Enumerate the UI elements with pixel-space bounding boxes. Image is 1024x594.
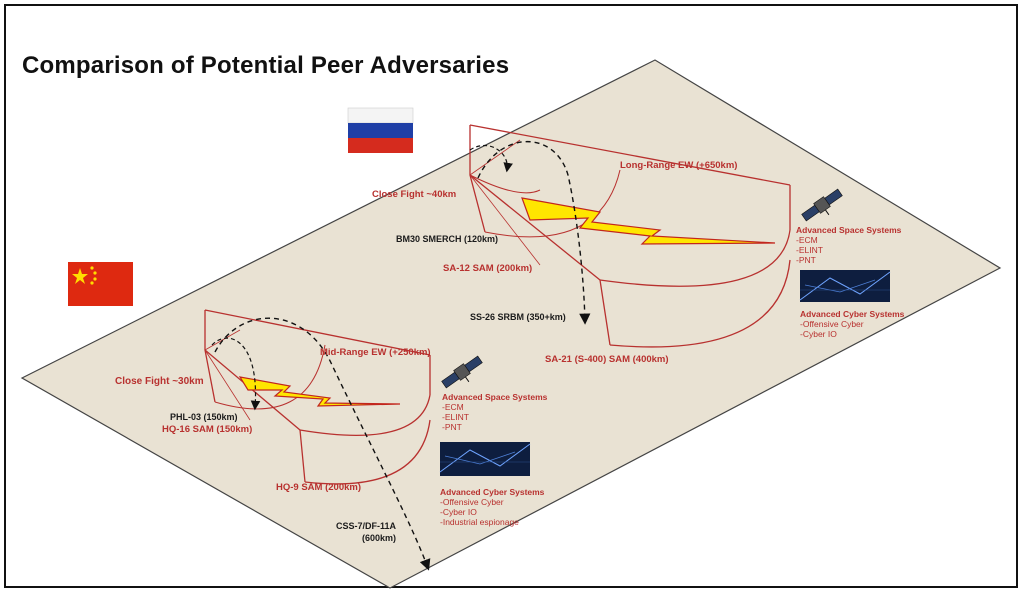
russia-ss26-trajectory bbox=[477, 141, 591, 325]
china-group: Mid-Range EW (+250km) Close Fight ~30km … bbox=[68, 262, 548, 571]
china-space-item: -PNT bbox=[442, 422, 462, 432]
china-ew-bolt bbox=[238, 376, 401, 407]
china-phl03-trajectory bbox=[211, 337, 261, 411]
china-phl03-label: PHL-03 (150km) bbox=[170, 412, 238, 422]
china-space-item: -ECM bbox=[442, 402, 464, 412]
china-hq16-label: HQ-16 SAM (150km) bbox=[162, 424, 252, 435]
russia-sa21-label: SA-21 (S-400) SAM (400km) bbox=[545, 354, 669, 365]
russia-space-item: -PNT bbox=[796, 255, 816, 265]
russia-ew-bolt bbox=[521, 197, 776, 245]
russia-cyber-item: -Offensive Cyber bbox=[800, 319, 864, 329]
russia-cyber-image bbox=[799, 270, 891, 302]
china-cyber-item: -Offensive Cyber bbox=[440, 497, 504, 507]
china-css7-trajectory bbox=[214, 317, 431, 571]
china-css7-label: CSS-7/DF-11A bbox=[336, 521, 397, 531]
russia-space-item: -ECM bbox=[796, 235, 818, 245]
russia-flag bbox=[347, 107, 414, 153]
china-close-fight-label: Close Fight ~30km bbox=[115, 376, 204, 387]
russia-group: Long-Range EW (+650km) Close Fight ~40km… bbox=[347, 107, 905, 365]
china-cyber-heading: Advanced Cyber Systems bbox=[440, 487, 545, 497]
china-mid-range-ew-label: Mid-Range EW (+250km) bbox=[320, 347, 431, 358]
china-range-sector bbox=[204, 309, 431, 485]
china-cyber-item: -Industrial espionage bbox=[440, 517, 519, 527]
china-cyber-item: -Cyber IO bbox=[440, 507, 477, 517]
china-cyber-image bbox=[439, 442, 531, 476]
russia-ss26-label: SS-26 SRBM (350+km) bbox=[470, 312, 566, 322]
russia-bm30-label: BM30 SMERCH (120km) bbox=[396, 234, 498, 244]
russia-sa12-label: SA-12 SAM (200km) bbox=[443, 263, 532, 274]
russia-cyber-heading: Advanced Cyber Systems bbox=[800, 309, 905, 319]
russia-range-sector bbox=[469, 124, 791, 348]
russia-space-heading: Advanced Space Systems bbox=[796, 225, 902, 235]
russia-satellite-icon bbox=[801, 188, 843, 222]
diagram-title: Comparison of Potential Peer Adversaries bbox=[22, 52, 510, 79]
china-satellite-icon bbox=[441, 355, 483, 389]
china-css7-range-label: (600km) bbox=[362, 533, 396, 543]
china-space-heading: Advanced Space Systems bbox=[442, 392, 548, 402]
russia-cyber-item: -Cyber IO bbox=[800, 329, 837, 339]
russia-long-range-ew-label: Long-Range EW (+650km) bbox=[620, 160, 737, 171]
china-hq9-label: HQ-9 SAM (200km) bbox=[276, 482, 361, 493]
china-space-item: -ELINT bbox=[442, 412, 469, 422]
russia-close-fight-label: Close Fight ~40km bbox=[372, 189, 456, 200]
russia-space-item: -ELINT bbox=[796, 245, 823, 255]
ground-plane bbox=[20, 59, 1002, 589]
china-flag bbox=[68, 262, 133, 306]
